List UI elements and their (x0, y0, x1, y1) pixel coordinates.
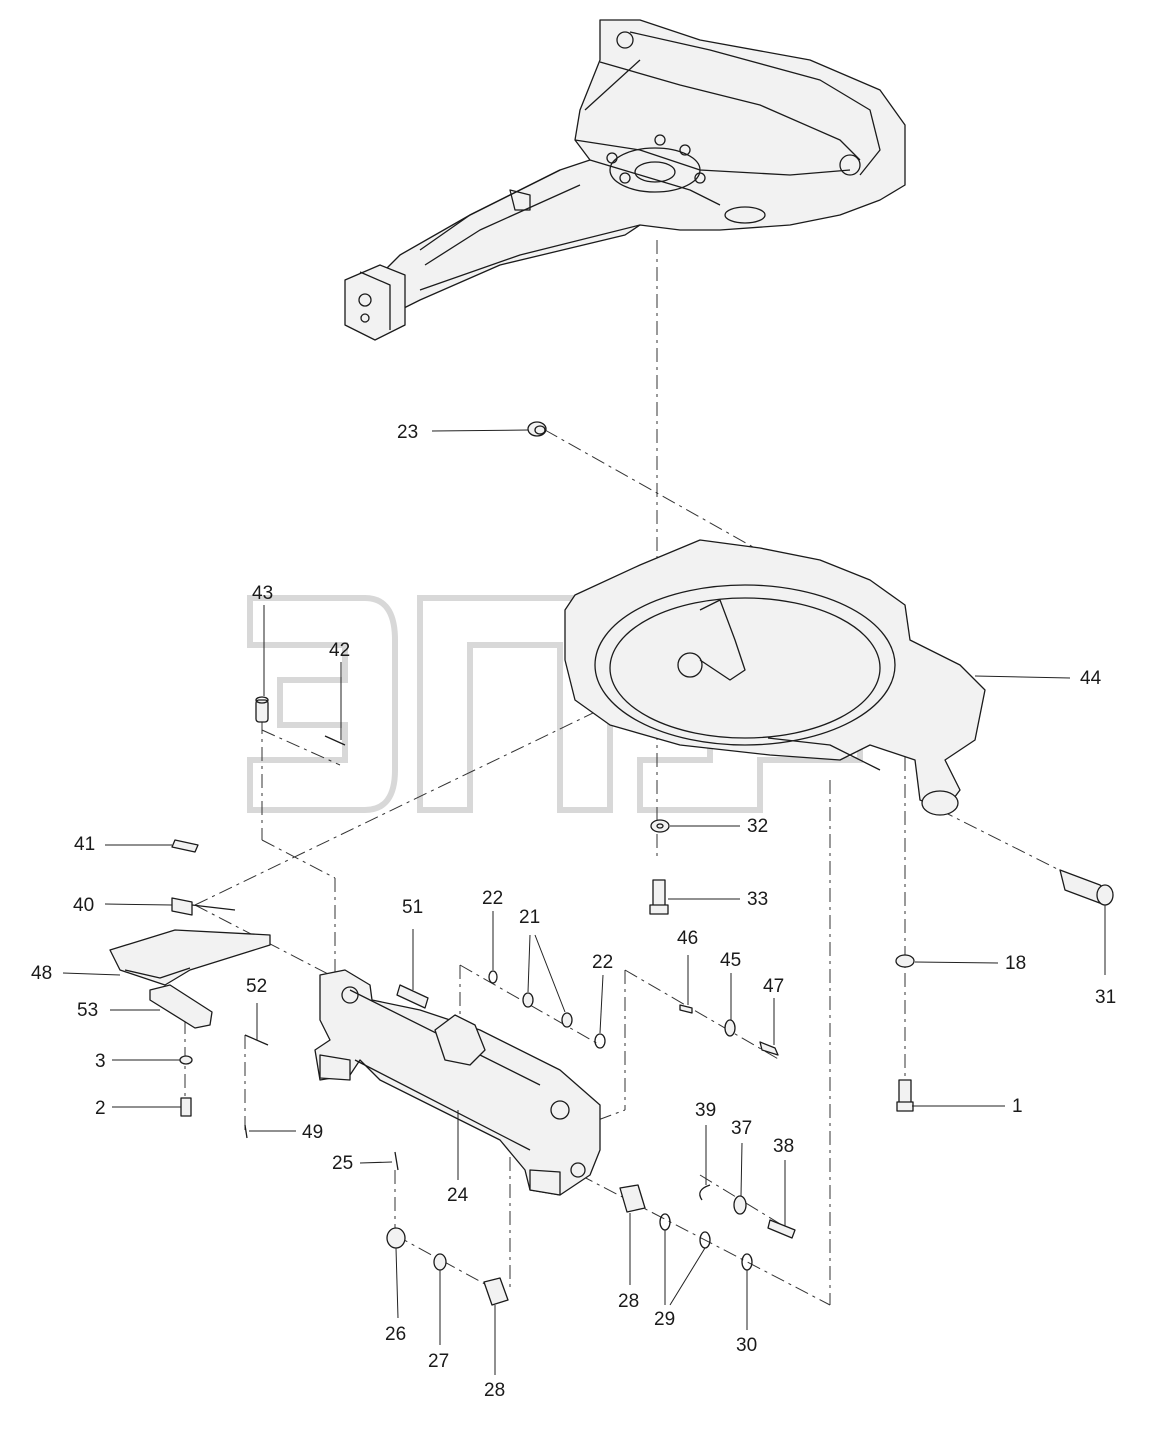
callout-22-b: 22 (592, 952, 613, 973)
callout-29: 29 (654, 1309, 675, 1330)
part-28-bearing-a (483, 1277, 509, 1306)
part-33-bolt (649, 879, 669, 915)
part-23-bushing (527, 421, 547, 437)
part-29-ring-a (659, 1213, 671, 1231)
part-53-plate (149, 984, 213, 1029)
part-26-bearing (386, 1227, 406, 1249)
part-41-plate (171, 839, 199, 853)
callout-28-b: 28 (618, 1291, 639, 1312)
callout-27: 27 (428, 1351, 449, 1372)
part-22-ring-a (488, 970, 498, 984)
part-21-bushing-a (522, 992, 534, 1008)
part-47-bolt (759, 1041, 779, 1056)
callout-41: 41 (74, 834, 95, 855)
callout-49: 48 (31, 963, 52, 984)
callout-37: 37 (731, 1118, 752, 1139)
callout-28-a: 28 (484, 1380, 505, 1401)
callout-51: 49 (302, 1122, 323, 1143)
part-45-washer (724, 1019, 736, 1037)
part-22-ring-b (594, 1033, 606, 1049)
part-32-washer (650, 819, 670, 833)
callout-53: 53 (77, 1000, 98, 1021)
callout-18: 18 (1005, 953, 1026, 974)
part-38-bolt (767, 1219, 796, 1239)
part-48-shaft (396, 984, 429, 1009)
callout-26: 26 (385, 1324, 406, 1345)
callout-43: 43 (252, 583, 273, 604)
callout-2: 2 (95, 1098, 106, 1119)
callout-31: 31 (1095, 987, 1116, 1008)
part-2-bolt (180, 1097, 192, 1117)
callout-1: 1 (1012, 1096, 1023, 1117)
callout-45: 45 (720, 950, 741, 971)
part-1-bolt (896, 1079, 914, 1112)
callout-labels: 23 44 43 42 32 33 31 18 1 41 40 48 53 3 … (31, 422, 1116, 1401)
callout-48: 51 (402, 897, 423, 918)
part-31-pin (1059, 869, 1114, 906)
part-27-washer (433, 1253, 447, 1271)
callout-52: 52 (246, 976, 267, 997)
part-3-washer (179, 1055, 193, 1065)
callout-38: 38 (773, 1136, 794, 1157)
part-25-pin (394, 1151, 399, 1171)
part-18-washer (895, 954, 915, 968)
leader-lines (62, 429, 1106, 1375)
callout-25: 25 (332, 1153, 353, 1174)
callout-44: 44 (1080, 668, 1102, 689)
part-24-axle (314, 969, 601, 1196)
part-37-washer (733, 1195, 747, 1215)
part-43-pin (255, 696, 269, 723)
callout-42: 42 (329, 640, 350, 661)
callout-47: 47 (763, 976, 784, 997)
callout-39: 39 (695, 1100, 716, 1121)
callout-46: 46 (677, 928, 698, 949)
part-21-bushing-b (561, 1012, 573, 1028)
part-39-clip (699, 1184, 711, 1201)
part-44-turntable (564, 539, 986, 816)
part-42-pin (324, 735, 346, 746)
callout-40: 40 (73, 895, 94, 916)
callout-24: 24 (447, 1185, 469, 1206)
top-frame-assembly (344, 19, 906, 341)
part-30-ring (741, 1253, 753, 1271)
part-28-bearing-b (619, 1184, 646, 1213)
callout-32: 32 (747, 816, 768, 837)
callout-21: 21 (519, 907, 540, 928)
callout-30: 30 (736, 1335, 757, 1356)
callout-22-a: 22 (482, 888, 503, 909)
callout-3: 3 (95, 1051, 106, 1072)
part-51-pin (244, 1124, 248, 1139)
part-49-bracket (109, 929, 271, 986)
callout-23: 23 (397, 422, 418, 443)
callout-33: 33 (747, 889, 768, 910)
part-40-block (171, 897, 236, 916)
part-46-pin (679, 1004, 693, 1014)
